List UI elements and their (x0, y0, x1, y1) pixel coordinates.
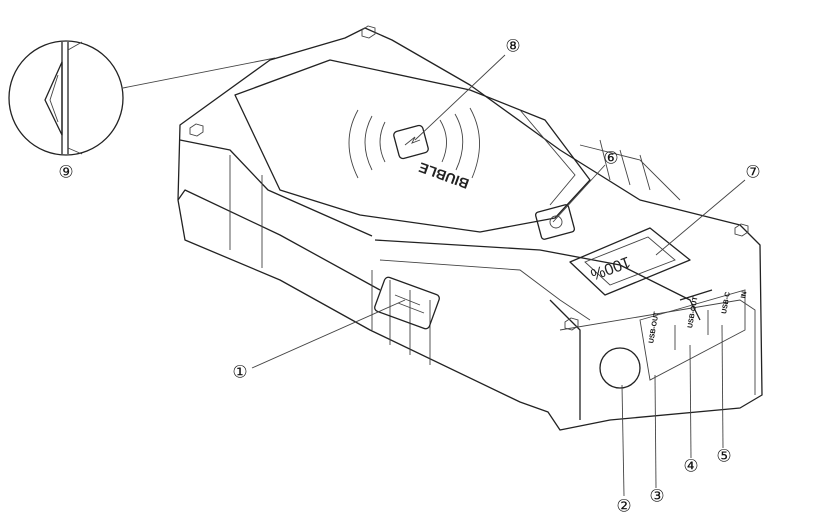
detail-inset-9 (8, 40, 276, 156)
callout-2: ② (616, 497, 631, 516)
callout-3: ③ (649, 487, 664, 506)
brand-logo: BIUBLE (417, 159, 471, 192)
power-icon (549, 215, 563, 229)
port-label-3: USB-OUT (648, 311, 661, 344)
power-button (534, 204, 576, 240)
port-label-5: USB-C (721, 291, 732, 314)
port-label-4: USB-OUT (687, 295, 700, 328)
leader-lines (251, 54, 746, 497)
callout-8: ⑧ (505, 37, 520, 56)
callout-4: ④ (683, 457, 698, 476)
callout-7: ⑦ (745, 163, 760, 182)
dc-port-2 (599, 347, 641, 389)
callout-6: ⑥ (603, 149, 618, 168)
callout-9: ⑨ (58, 163, 73, 182)
power-bank-body: BIUBLE 100% USB-OUT USB-OUT USB-C IN (177, 25, 763, 431)
callout-5: ⑤ (716, 447, 731, 466)
display-reading: 100% (588, 253, 632, 283)
callout-1: ① (232, 363, 247, 382)
clamp-port-1 (374, 276, 440, 330)
port-label-in: IN (740, 291, 748, 299)
